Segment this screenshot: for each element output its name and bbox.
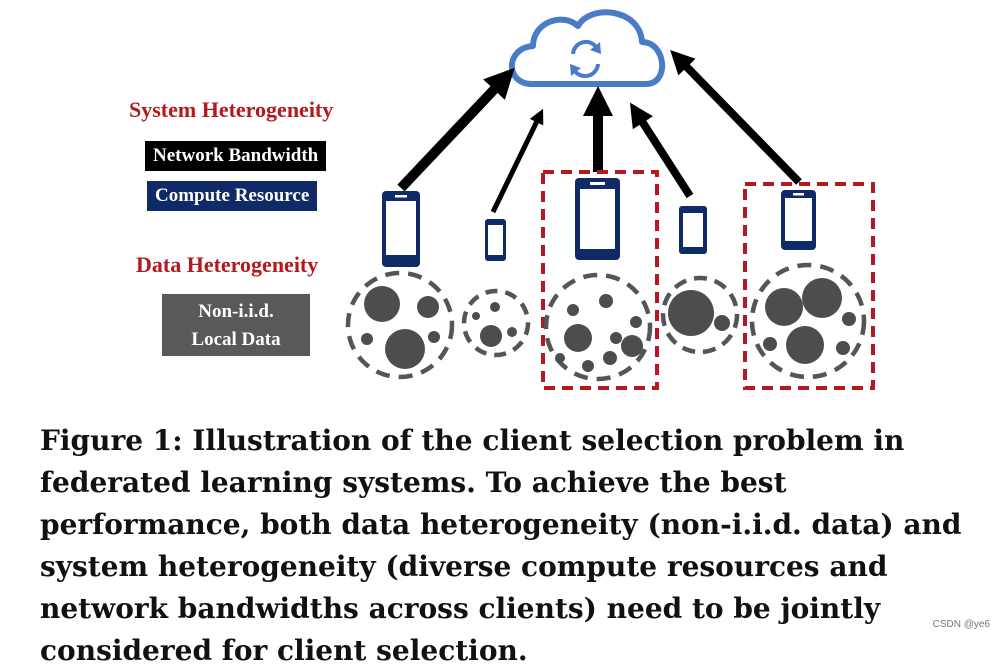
arrow-client-1 [397, 67, 515, 192]
selected-client-box-3 [541, 170, 659, 390]
non-iid-line1: Non-i.i.d. [198, 301, 274, 322]
federated-learning-diagram [345, 9, 875, 390]
local-data-cluster-2 [461, 288, 531, 358]
smartphone-icon [781, 190, 816, 250]
arrow-client-2 [490, 108, 544, 214]
watermark: CSDN @ye6 [932, 619, 990, 630]
local-data-cluster-3 [543, 272, 653, 382]
upload-arrows [397, 49, 802, 214]
system-heterogeneity-title: System Heterogeneity [129, 97, 334, 122]
smartphone-icon [485, 219, 506, 261]
compute-resource-label: Compute Resource [147, 181, 318, 211]
local-data-cluster-1 [345, 270, 455, 380]
sync-icon [570, 39, 601, 79]
local-data-cluster-4 [660, 275, 740, 355]
data-heterogeneity-title: Data Heterogeneity [136, 252, 319, 277]
smartphone-icon [382, 191, 420, 267]
cloud-icon [508, 9, 665, 87]
smartphone-icon [679, 206, 707, 254]
arrow-client-4 [629, 102, 694, 199]
figure-caption: Figure 1: Illustration of the client sel… [40, 424, 962, 667]
network-bandwidth-label: Network Bandwidth [145, 141, 327, 171]
local-data-cluster-5 [749, 262, 867, 380]
non-iid-line2: Local Data [191, 329, 281, 350]
arrow-client-5 [670, 49, 802, 185]
non-iid-local-data-label: Non-i.i.d. Local Data [162, 294, 310, 356]
smartphone-icon [575, 178, 620, 260]
selected-client-box-5 [743, 182, 875, 390]
